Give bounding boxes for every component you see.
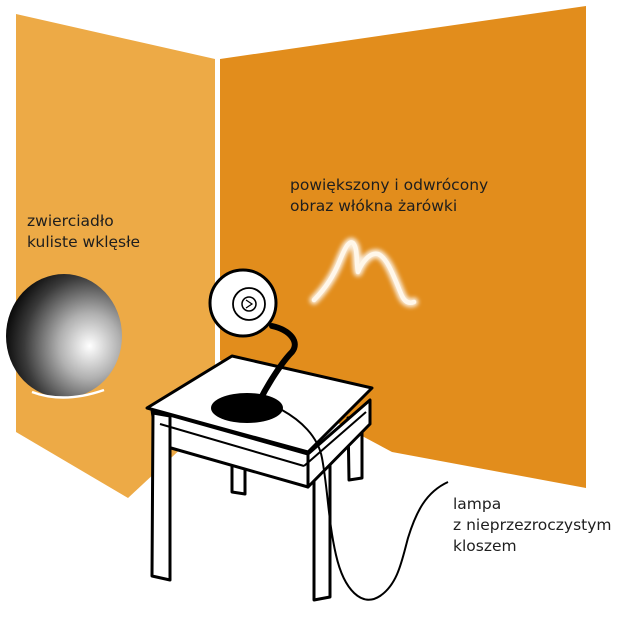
lamp-label-line3: kloszem — [453, 537, 517, 555]
lamp-label-line1: lampa — [453, 495, 502, 513]
mirror-label-line2: kuliste wklęsłe — [27, 233, 141, 251]
lamp-cable — [281, 409, 449, 601]
lamp-label: lampa z nieprzezroczystym kloszem — [453, 494, 612, 557]
lamp-label-line2: z nieprzezroczystym — [453, 516, 612, 534]
image-label: powiększony i odwrócony obraz włókna żar… — [290, 175, 488, 217]
right-wall — [220, 6, 586, 488]
mirror-label: zwierciadło kuliste wklęsłe — [27, 211, 140, 253]
concave-mirror-icon — [6, 274, 122, 399]
mirror-label-line1: zwierciadło — [27, 212, 114, 230]
image-label-line1: powiększony i odwrócony — [290, 176, 489, 194]
image-label-line2: obraz włókna żarówki — [290, 197, 458, 215]
desk-lamp-icon — [208, 268, 298, 423]
inverted-filament-image-icon — [309, 237, 419, 308]
